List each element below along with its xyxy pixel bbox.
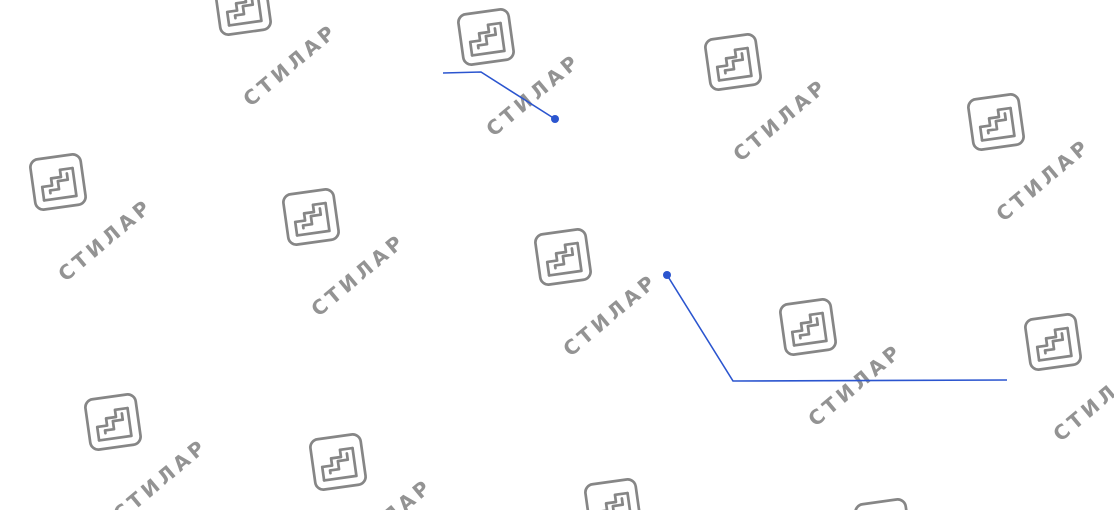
stilar-logo-icon: [1024, 313, 1082, 371]
stilar-logo-icon: [214, 0, 272, 36]
stilar-logo-icon: [854, 498, 912, 510]
stilar-logo-icon: [84, 393, 142, 451]
stilar-logo-icon: [457, 8, 515, 66]
stilar-logo-icon: [584, 478, 642, 510]
stilar-logo-icon: [534, 228, 592, 286]
stilar-logo-icon: [967, 93, 1025, 151]
stilar-logo-icon: [309, 433, 367, 491]
stilar-logo-icon: [282, 188, 340, 246]
stilar-logo-icon: [704, 33, 762, 91]
stilar-logo-icon: [779, 298, 837, 356]
stilar-logo-icon: [29, 153, 87, 211]
